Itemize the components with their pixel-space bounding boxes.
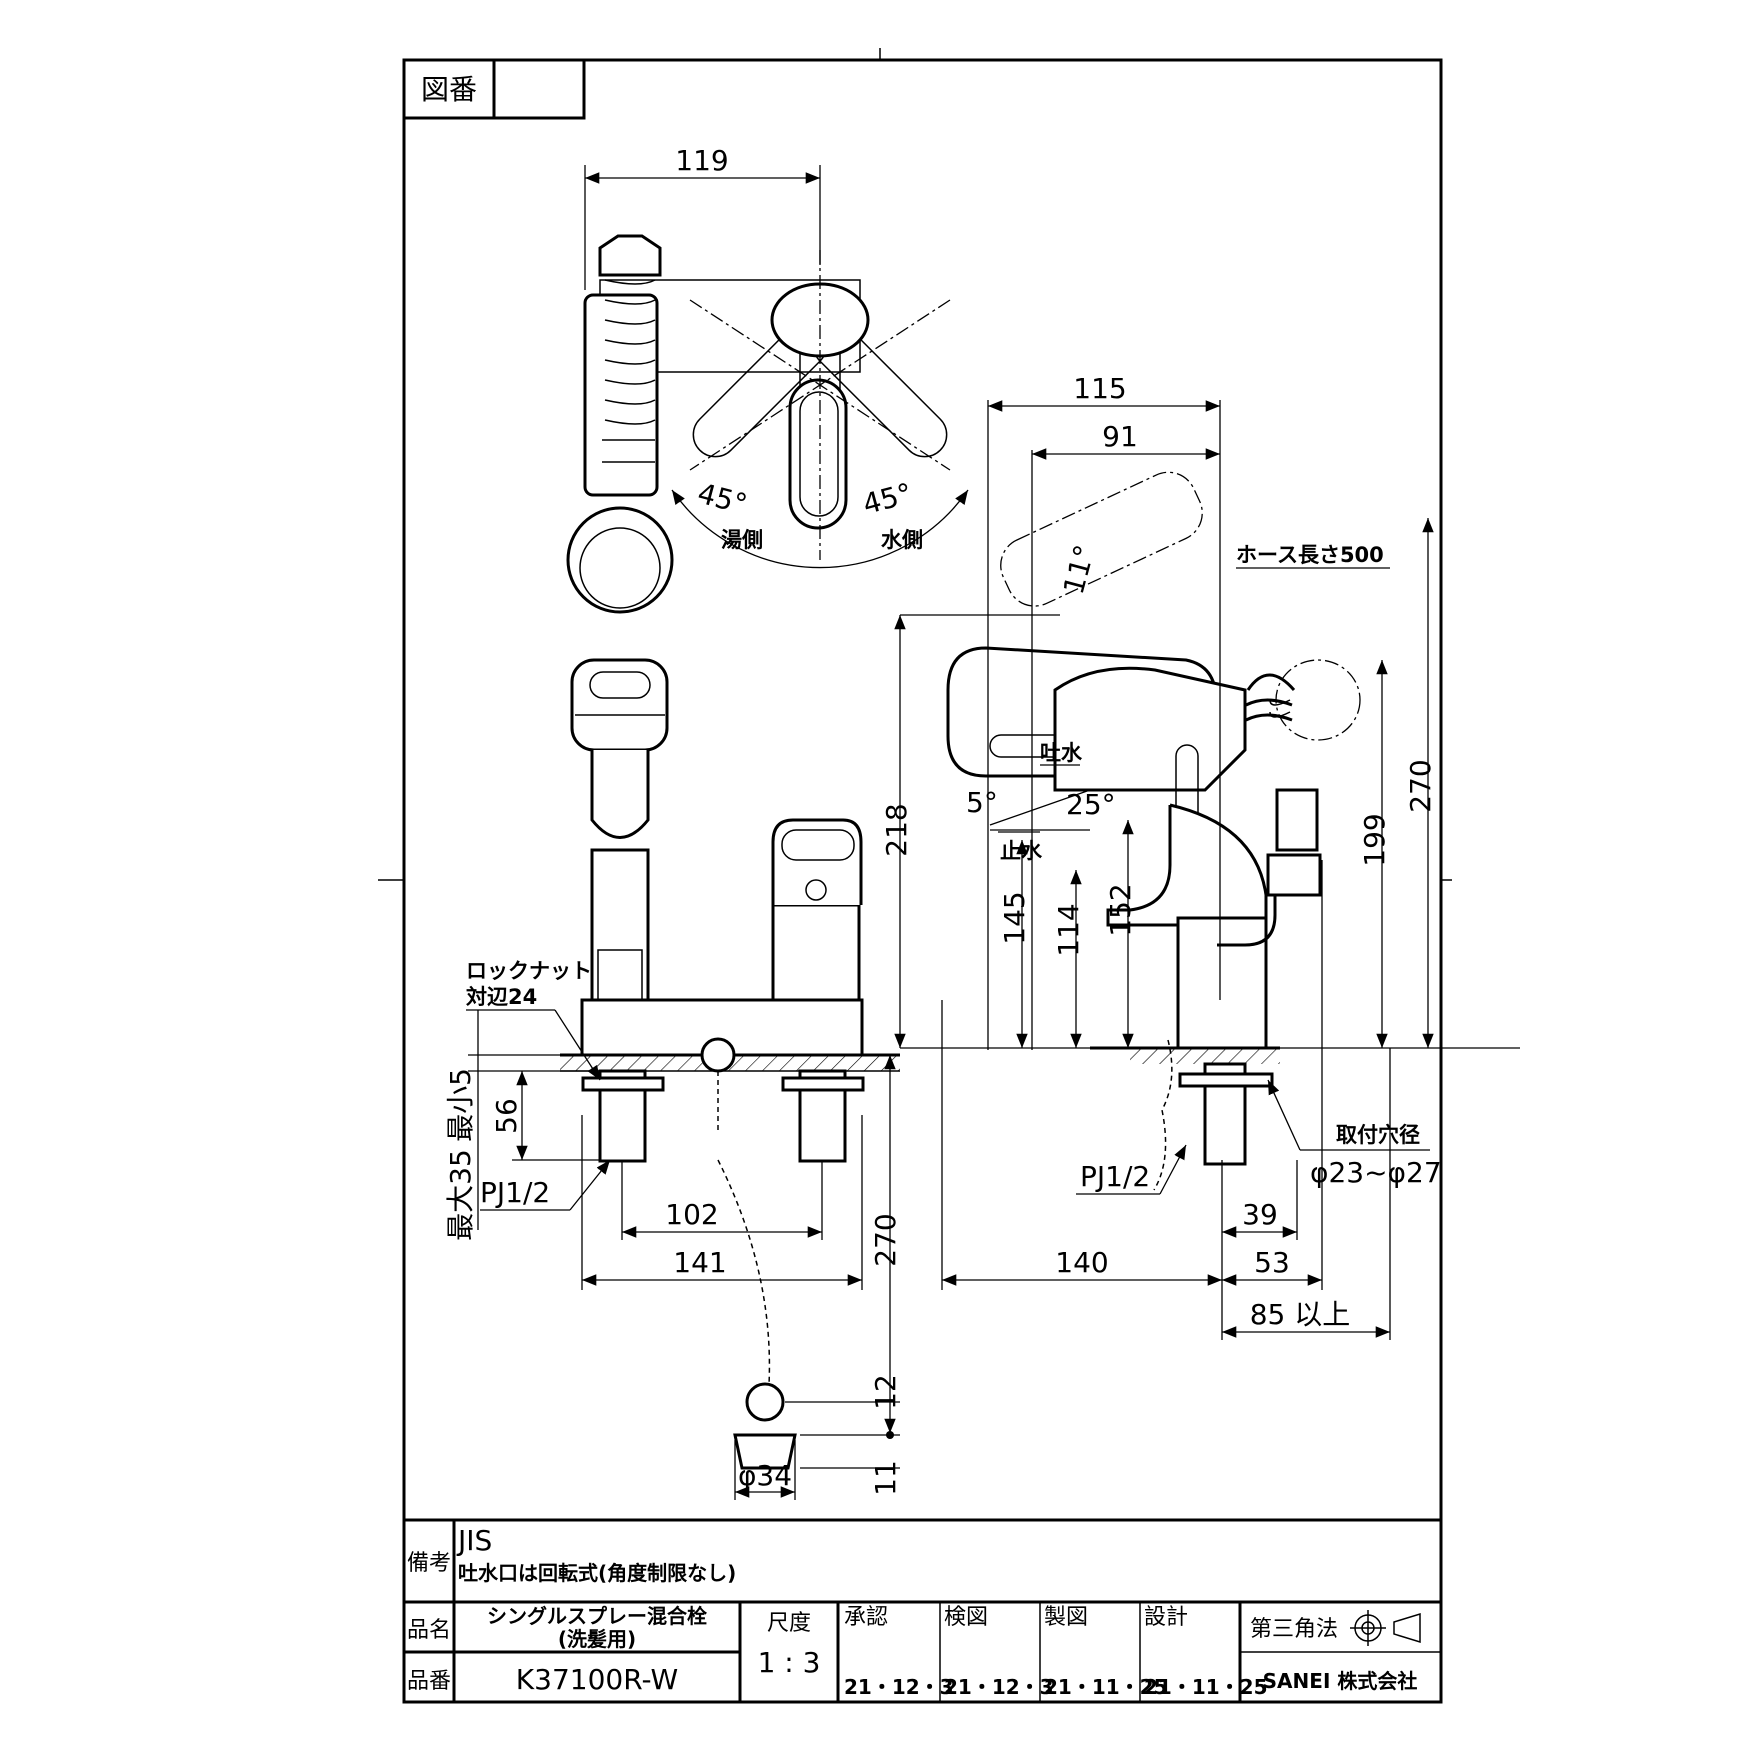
dim-114: 114 <box>1052 903 1085 956</box>
notes-block: 備考 JIS 吐水口は回転式(角度制限なし) <box>404 1518 1441 1702</box>
dim-85-min: 85 以上 <box>1250 1298 1351 1331</box>
cold-angle: 45° <box>859 476 915 521</box>
product-name: シングルスプレー混合栓 <box>487 1604 707 1628</box>
remarks-standard: JIS <box>456 1524 492 1557</box>
hot-angle: 45° <box>694 476 750 521</box>
side-view: 5° 25° 吐水 止水 11° ホース長さ500 115 91 218 145… <box>880 372 1520 1340</box>
remarks-label: 備考 <box>407 1551 451 1576</box>
scale-label: 尺度 <box>767 1611 811 1636</box>
designed-date: 21・11・25 <box>1144 1675 1268 1699</box>
dim-141: 141 <box>673 1246 726 1279</box>
dim-119: 119 <box>675 144 728 177</box>
thread-spec-left: PJ1/2 <box>480 1176 550 1209</box>
dim-102: 102 <box>665 1198 718 1231</box>
cold-side-label: 水側 <box>881 528 923 552</box>
hot-side-label: 湯側 <box>721 528 763 552</box>
dim-270-chain: 270 <box>869 1213 902 1266</box>
mount-hole-label: 取付穴径 <box>1336 1123 1420 1147</box>
dim-145: 145 <box>998 891 1031 944</box>
checked-label: 検図 <box>944 1605 988 1630</box>
part-number-label: 品番 <box>407 1669 451 1694</box>
approved-date: 21・12・3 <box>844 1675 954 1699</box>
title-block: 品名 シングルスプレー混合栓 (洗髪用) 品番 K37100R-W 尺度 1 :… <box>404 1600 1441 1702</box>
spout-label: 吐水 <box>1040 741 1083 765</box>
dim-152: 152 <box>1104 883 1137 936</box>
front-view: 141 102 56 最大35 最小5 ロックナット 対辺24 PJ1/2 27… <box>444 658 902 1500</box>
product-name-label: 品名 <box>407 1618 451 1643</box>
dim-270-side: 270 <box>1404 759 1437 812</box>
designed-label: 設計 <box>1144 1605 1188 1630</box>
remarks-note: 吐水口は回転式(角度制限なし) <box>458 1561 736 1585</box>
checked-date: 21・12・3 <box>944 1675 1054 1699</box>
hose-length: ホース長さ500 <box>1236 543 1384 567</box>
max-thickness: 最大35 <box>444 1149 477 1241</box>
dim-140: 140 <box>1055 1246 1108 1279</box>
drawing-frame: 図番 <box>378 48 1452 1704</box>
drawing-number-label: 図番 <box>421 73 477 106</box>
company-name: SANEI 株式会社 <box>1263 1669 1418 1693</box>
drawn-label: 製図 <box>1044 1605 1088 1630</box>
thread-spec-right: PJ1/2 <box>1080 1160 1150 1193</box>
approved-label: 承認 <box>844 1605 888 1630</box>
dim-91: 91 <box>1102 420 1138 453</box>
drawn-date: 21・11・25 <box>1044 1675 1168 1699</box>
locknut-size: 対辺24 <box>466 985 537 1009</box>
part-number: K37100R-W <box>516 1663 678 1696</box>
min-thickness: 最小5 <box>444 1068 477 1142</box>
dim-11: 11 <box>869 1460 902 1496</box>
third-angle-projection-icon <box>1350 1610 1421 1646</box>
dim-12: 12 <box>869 1374 902 1410</box>
top-view: 45° 45° 湯側 水側 119 <box>566 144 969 614</box>
angle-5: 5° <box>966 786 998 819</box>
dim-56: 56 <box>490 1098 523 1134</box>
mount-hole-size: φ23~φ27 <box>1310 1156 1442 1189</box>
angle-11: 11° <box>1057 541 1102 597</box>
locknut-label: ロックナット <box>466 959 592 983</box>
dim-218: 218 <box>880 803 913 856</box>
scale-value: 1 : 3 <box>758 1646 821 1679</box>
dim-199: 199 <box>1358 813 1391 866</box>
product-name-sub: (洗髪用) <box>558 1627 636 1651</box>
dim-39: 39 <box>1242 1198 1278 1231</box>
dim-53: 53 <box>1254 1246 1290 1279</box>
dim-115: 115 <box>1073 372 1126 405</box>
projection-label: 第三角法 <box>1250 1617 1338 1642</box>
angle-25: 25° <box>1066 788 1116 821</box>
dim-34: φ34 <box>738 1459 792 1492</box>
